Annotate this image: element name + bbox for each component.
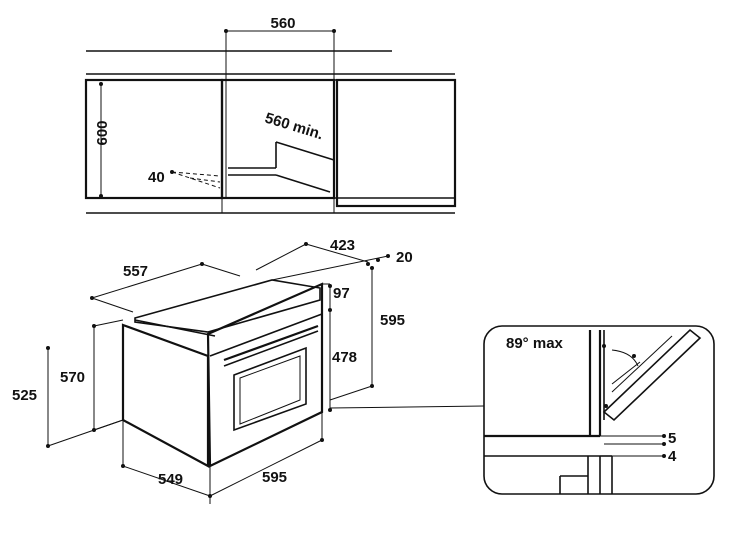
dim-423-line xyxy=(305,243,369,263)
oven-top-face xyxy=(134,279,321,333)
dim-4-label: 4 xyxy=(668,448,677,465)
oven-handle xyxy=(223,324,319,362)
dim-600-label: 600 xyxy=(94,120,111,145)
vent-dash-1 xyxy=(171,171,221,177)
detail-frame xyxy=(483,325,715,495)
cabinet-niche-drawing: 560 600 560 min. 40 xyxy=(84,15,457,214)
dim-570-label: 570 xyxy=(60,369,85,386)
dim-595-right-label: 595 xyxy=(380,312,405,329)
dim-557-line xyxy=(91,263,203,299)
detail-inset: 89° max 5 4 xyxy=(483,325,715,495)
oven-front xyxy=(206,282,324,468)
angle-label: 89° max xyxy=(506,335,564,352)
right-cabinet xyxy=(335,78,457,208)
dim-20-label: 20 xyxy=(396,249,413,266)
angle-arc xyxy=(611,349,639,367)
dim-595-bottom-label: 595 xyxy=(262,469,287,486)
dim-549-label: 549 xyxy=(158,471,183,488)
dim-423-label: 423 xyxy=(330,237,355,254)
dim-557-label: 557 xyxy=(123,263,148,280)
niche-back-top xyxy=(275,141,335,161)
dim-478-label: 478 xyxy=(332,349,357,366)
dim-5-label: 5 xyxy=(668,430,676,447)
oven-drawing: 557 423 20 97 595 478 570 xyxy=(12,237,485,504)
dim-97-label: 97 xyxy=(333,285,350,302)
dim-595-bottom-line xyxy=(209,439,323,497)
detail-leader xyxy=(329,405,485,409)
open-door xyxy=(602,328,702,422)
dim-549-line xyxy=(122,465,211,497)
oven-side xyxy=(121,323,210,468)
dim-40-label: 40 xyxy=(148,169,165,186)
dim-560min-label: 560 min. xyxy=(263,110,325,144)
vent-dash-2 xyxy=(171,171,221,189)
dim-525-label: 525 xyxy=(12,387,37,404)
oven-window xyxy=(233,346,307,432)
dim-560-label: 560 xyxy=(270,15,295,32)
